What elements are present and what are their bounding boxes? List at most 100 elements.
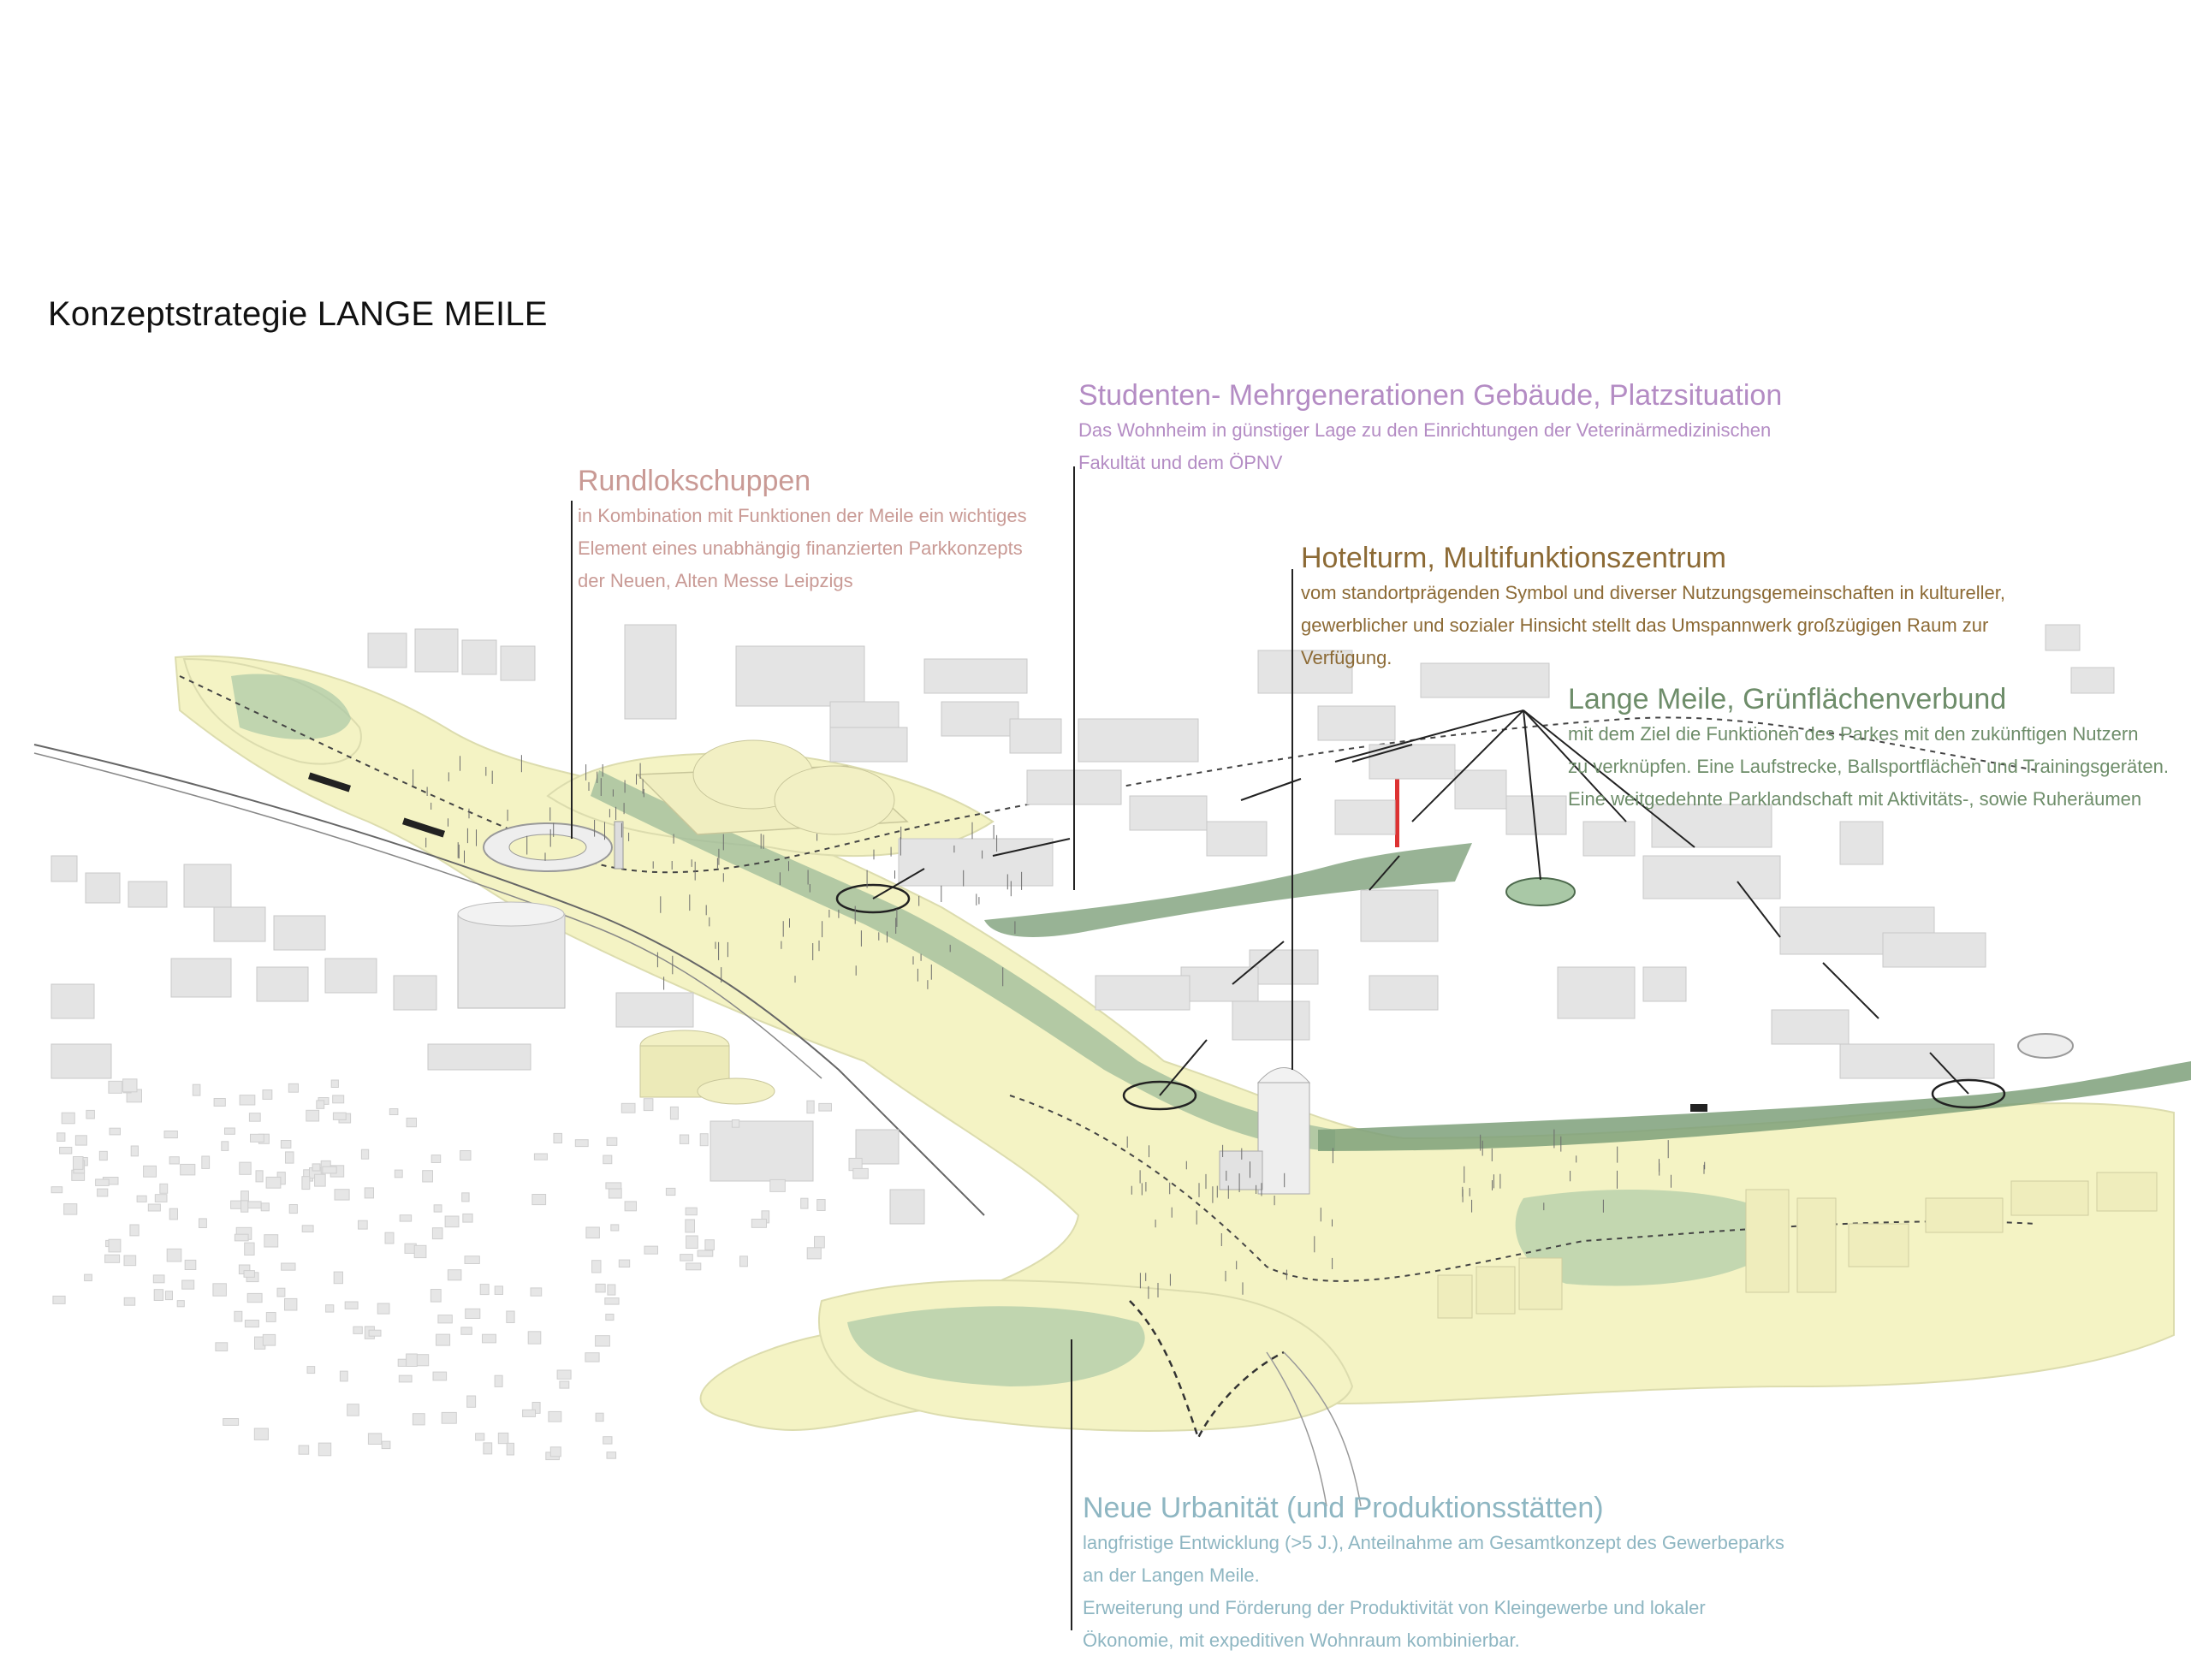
page-title: Konzeptstrategie LANGE MEILE	[48, 295, 548, 334]
small-house	[261, 1203, 269, 1211]
small-house	[334, 1272, 342, 1284]
small-house	[251, 1134, 264, 1142]
small-house	[732, 1120, 739, 1128]
small-house	[53, 1296, 65, 1303]
callout-heading: Lange Meile, Grünflächenverbund	[1568, 680, 2169, 718]
small-house	[686, 1208, 697, 1215]
callout-line: zu verknüpfen. Eine Laufstrecke, Ballspo…	[1568, 751, 2169, 783]
small-house	[680, 1255, 693, 1261]
small-house	[680, 1135, 688, 1143]
callout-studenten: Studenten- Mehrgenerationen Gebäude, Pla…	[1078, 377, 1782, 479]
callout-lange-meile: Lange Meile, Grünflächenverbund mit dem …	[1568, 680, 2169, 816]
small-house	[611, 1225, 619, 1231]
small-house	[347, 1404, 359, 1416]
small-house	[288, 1083, 298, 1092]
small-house	[407, 1354, 418, 1367]
small-house	[414, 1245, 426, 1257]
callout-heading: Studenten- Mehrgenerationen Gebäude, Pla…	[1078, 377, 1782, 414]
small-house	[62, 1113, 74, 1124]
small-house	[160, 1184, 168, 1193]
small-house	[307, 1367, 315, 1374]
small-house	[361, 1149, 368, 1159]
small-house	[819, 1103, 832, 1111]
small-house	[550, 1447, 561, 1457]
small-house	[592, 1261, 601, 1273]
small-house	[144, 1166, 157, 1177]
small-house	[130, 1225, 139, 1236]
small-house	[586, 1227, 600, 1238]
small-house	[507, 1443, 514, 1455]
small-house	[264, 1235, 278, 1247]
small-house	[853, 1168, 869, 1178]
small-house	[596, 1284, 605, 1292]
callout-line: Erweiterung und Förderung der Produktivi…	[1083, 1592, 1784, 1624]
small-house	[395, 1170, 402, 1178]
small-house	[413, 1414, 425, 1425]
small-house	[467, 1396, 476, 1407]
small-house	[431, 1155, 441, 1163]
small-house	[75, 1136, 86, 1145]
small-house	[596, 1413, 603, 1422]
callout-line: in Kombination mit Funktionen der Meile …	[578, 500, 1027, 532]
small-house	[815, 1237, 825, 1248]
small-house	[345, 1302, 358, 1309]
small-house	[193, 1084, 200, 1095]
small-house	[448, 1270, 461, 1280]
small-house	[124, 1256, 136, 1266]
small-house	[666, 1188, 675, 1195]
small-house	[199, 1219, 207, 1228]
small-house	[254, 1428, 268, 1440]
small-house	[368, 1434, 381, 1445]
small-house	[495, 1286, 502, 1295]
small-house	[751, 1220, 766, 1228]
small-house	[225, 1128, 235, 1134]
small-house	[240, 1162, 251, 1174]
small-house	[315, 1174, 326, 1186]
small-house	[698, 1250, 713, 1256]
small-house	[98, 1189, 108, 1196]
small-house	[385, 1232, 394, 1244]
small-house	[607, 1137, 617, 1145]
small-house	[256, 1171, 263, 1182]
small-house	[109, 1081, 122, 1093]
small-house	[246, 1202, 261, 1208]
small-house	[326, 1305, 334, 1312]
small-house	[169, 1208, 177, 1220]
small-house	[282, 1263, 295, 1270]
small-house	[817, 1200, 825, 1211]
cylinder-tower	[458, 902, 565, 1008]
small-house	[585, 1353, 599, 1362]
small-house	[109, 1239, 121, 1252]
callout-neue-urbanitaet: Neue Urbanität (und Produktionsstätten) …	[1083, 1489, 1784, 1657]
small-house	[609, 1189, 621, 1198]
small-house	[423, 1171, 433, 1182]
small-house	[549, 1411, 561, 1422]
small-house	[560, 1381, 569, 1388]
small-house	[480, 1285, 489, 1295]
small-house	[807, 1248, 821, 1259]
small-house	[432, 1228, 442, 1239]
small-house	[289, 1205, 297, 1214]
small-house	[333, 1113, 346, 1119]
small-house	[605, 1298, 619, 1305]
callout-line: gewerblicher und sozialer Hinsicht stell…	[1301, 609, 2005, 642]
small-house	[285, 1298, 297, 1310]
callout-rundlokschuppen: Rundlokschuppen in Kombination mit Funkt…	[578, 462, 1027, 597]
callout-line: Eine weitgedehnte Parklandschaft mit Akt…	[1568, 783, 2169, 816]
small-house	[484, 1443, 492, 1454]
small-house	[165, 1291, 172, 1300]
small-house	[96, 1179, 110, 1186]
small-house	[557, 1370, 571, 1379]
small-house	[137, 1196, 146, 1202]
small-house	[216, 1343, 228, 1351]
callout-line: der Neuen, Alten Messe Leipzigs	[578, 565, 1027, 597]
small-house	[807, 1101, 814, 1113]
small-house	[498, 1433, 508, 1443]
small-house	[155, 1195, 167, 1202]
small-house	[124, 1297, 135, 1305]
small-house	[407, 1118, 416, 1126]
small-house	[302, 1177, 310, 1190]
small-house	[608, 1285, 615, 1295]
small-house	[202, 1156, 210, 1168]
